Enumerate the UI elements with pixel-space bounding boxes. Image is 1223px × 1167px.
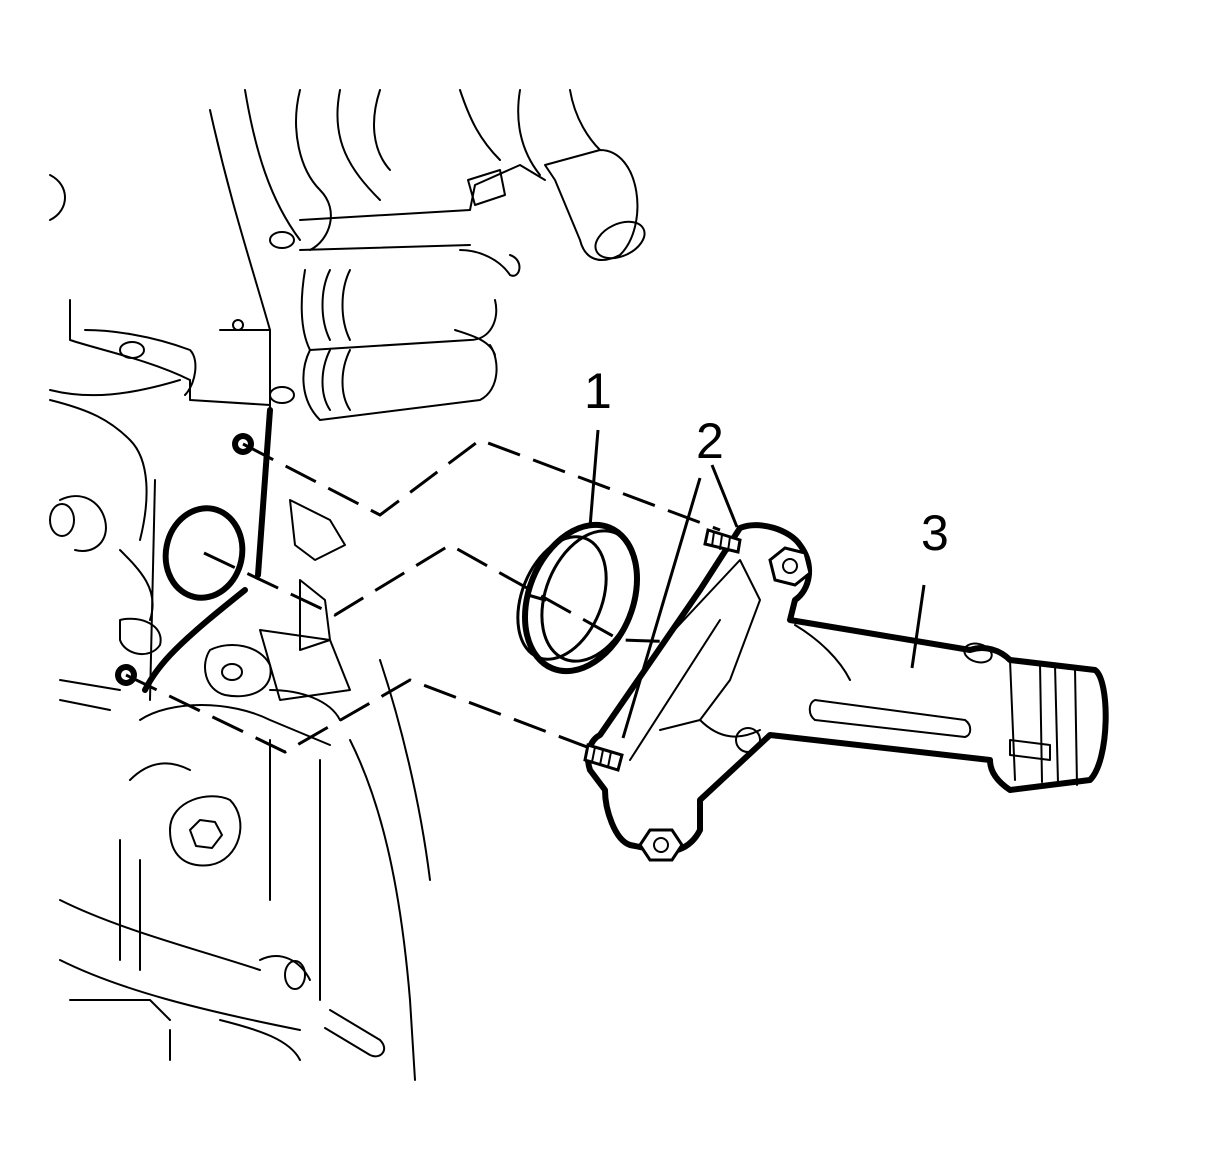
callout-number-studs: 2 bbox=[696, 413, 724, 469]
callout-number-seal: 1 bbox=[584, 363, 612, 419]
engine-block-line-art bbox=[49, 89, 646, 1081]
callout-number-coolant-outlet: 3 bbox=[921, 505, 949, 561]
leader-line-2b bbox=[621, 477, 702, 739]
block-opening-seal-ring bbox=[162, 505, 246, 601]
leader-line-3 bbox=[910, 584, 926, 669]
callout-leader-lines bbox=[588, 429, 926, 739]
leader-line-2a bbox=[710, 464, 739, 528]
seal-ring-part bbox=[516, 521, 640, 675]
coolant-outlet-part bbox=[583, 522, 1109, 862]
leader-line-1 bbox=[588, 429, 600, 528]
